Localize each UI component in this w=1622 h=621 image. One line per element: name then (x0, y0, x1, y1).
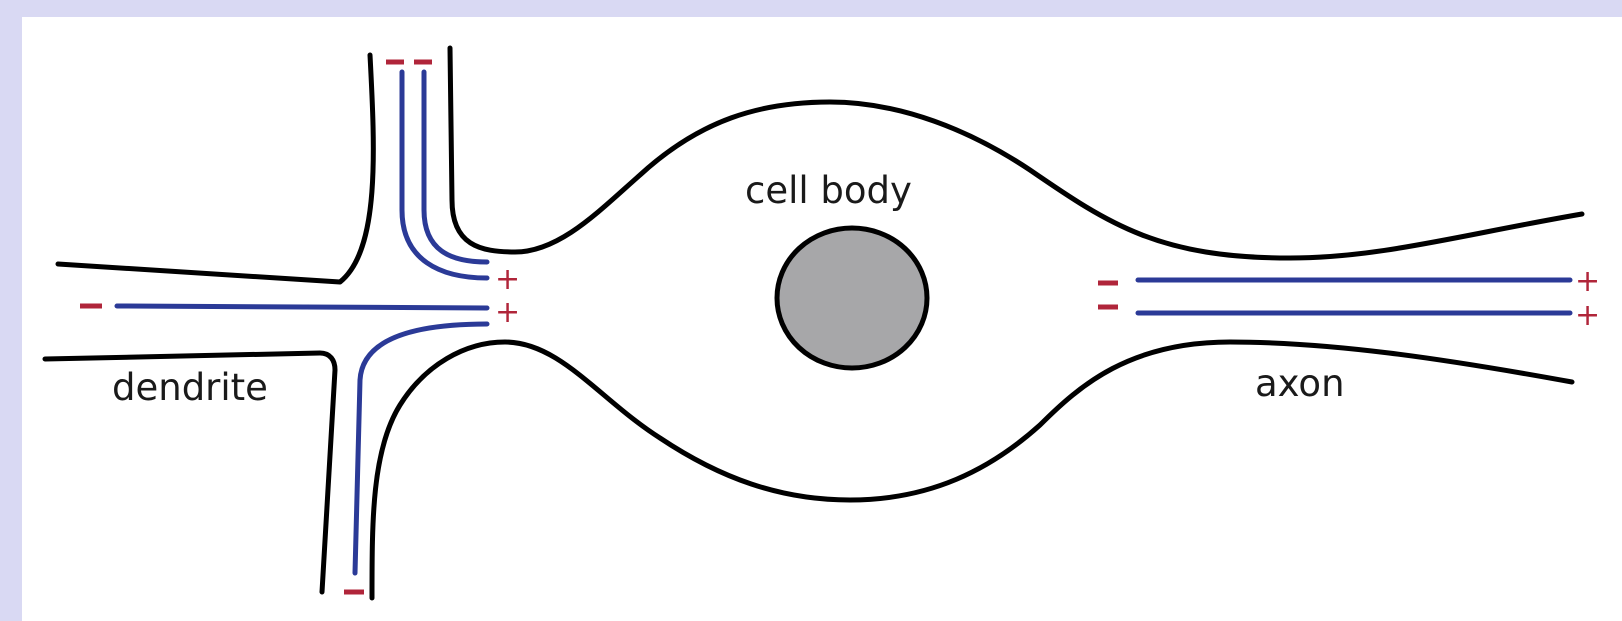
positive-charges: + + + + (495, 262, 1600, 333)
cell-body-label: cell body (745, 169, 912, 212)
lower-dendrite-right-outline (372, 342, 1572, 598)
current-line-dendrite (117, 306, 487, 308)
upper-membrane-outline (58, 55, 373, 282)
upper-dendrite-right-outline (450, 48, 1582, 258)
plus-sign-axon-lower: + (1575, 298, 1600, 333)
plus-sign-axon-upper: + (1575, 264, 1600, 299)
nucleus (777, 228, 927, 368)
negative-charges (80, 62, 1118, 592)
current-line-upper-inner (424, 72, 487, 262)
axon-label: axon (1255, 362, 1345, 405)
dendrite-label: dendrite (112, 366, 268, 409)
plus-sign-upper: + (495, 262, 520, 297)
plus-sign-middle: + (495, 295, 520, 330)
